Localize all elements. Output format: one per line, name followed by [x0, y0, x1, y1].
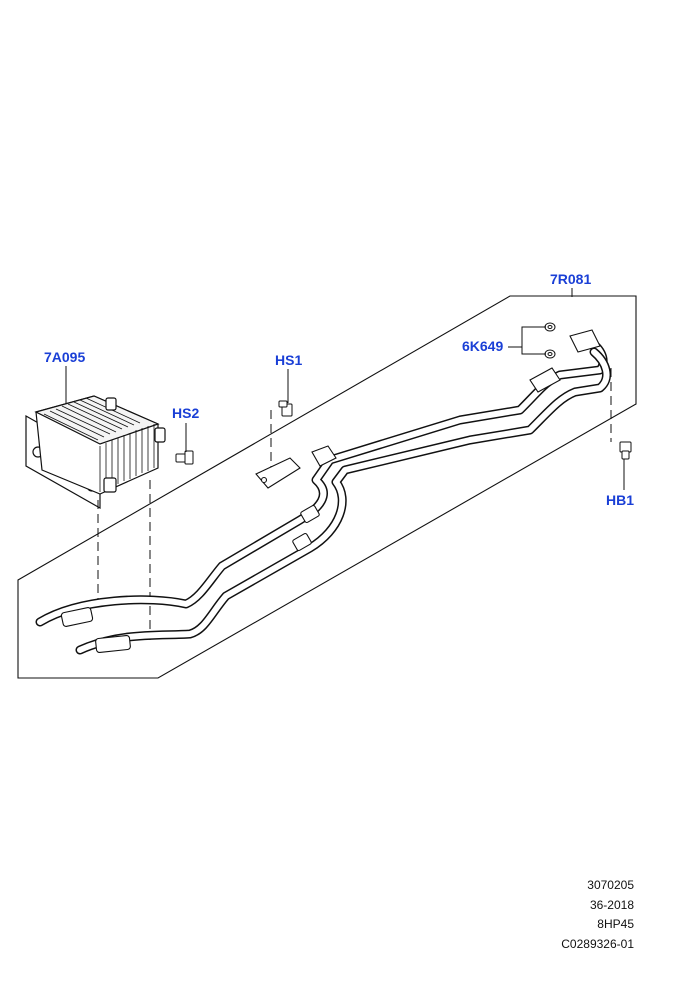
hb1-bolt-icon — [619, 441, 632, 460]
pipe-fittings — [60, 504, 320, 653]
callout-hs2: HS2 — [172, 405, 199, 421]
leader-lines — [65, 288, 625, 490]
callout-hb1: HB1 — [606, 492, 634, 508]
reference-line-2: 36-2018 — [589, 897, 634, 912]
pipe-brackets — [255, 329, 601, 489]
reference-line-3: 8HP45 — [597, 917, 634, 931]
seal-lower-icon — [544, 349, 556, 359]
hs1-bolt-icon — [278, 400, 293, 417]
drawing-reference-block: 3070205 36-2018 8HP45 C0289326-01 — [561, 876, 634, 954]
hs2-bolt-icon — [175, 450, 194, 465]
callout-7a095: 7A095 — [44, 349, 85, 365]
callout-7r081: 7R081 — [550, 271, 591, 287]
reference-line-4: C0289326-01 — [561, 936, 634, 951]
reference-line-1: 3070205 — [587, 878, 634, 892]
oil-cooler — [25, 395, 166, 510]
callout-6k649: 6K649 — [462, 338, 503, 354]
cooler-pipes — [35, 335, 612, 655]
assembly-frame — [17, 295, 637, 679]
seal-upper-icon — [544, 322, 556, 332]
callout-hs1: HS1 — [275, 352, 302, 368]
